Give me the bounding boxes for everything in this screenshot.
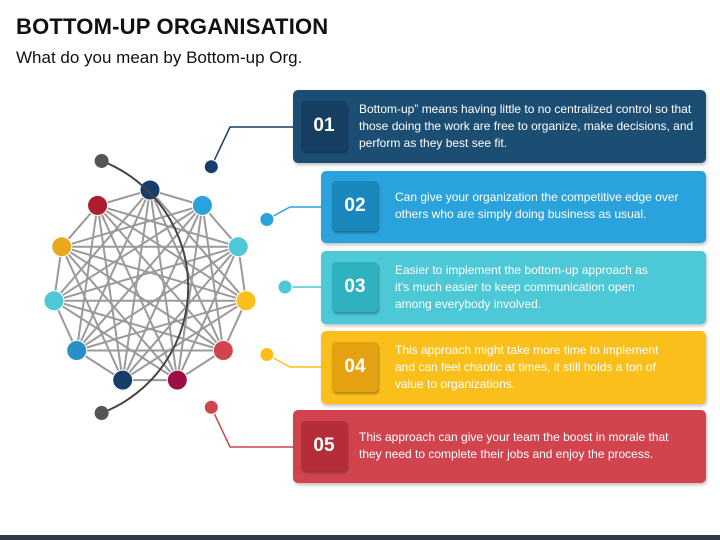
network-node bbox=[235, 290, 257, 312]
timeline-arc-path bbox=[101, 160, 190, 414]
network-edge bbox=[176, 246, 240, 381]
network-edge bbox=[121, 204, 204, 381]
network-edge bbox=[75, 189, 151, 351]
network-edge bbox=[176, 205, 204, 381]
network-edge bbox=[75, 205, 99, 351]
item-number-03: 03 bbox=[332, 262, 378, 312]
network-edge bbox=[122, 299, 247, 381]
network-edge bbox=[75, 204, 204, 352]
connector-dot bbox=[277, 279, 293, 295]
connector-dot bbox=[203, 159, 219, 175]
connector-line bbox=[266, 353, 321, 368]
item-number-05: 05 bbox=[301, 421, 347, 471]
item-text-02: Can give your organization the competiti… bbox=[395, 190, 679, 221]
network-node bbox=[112, 369, 134, 391]
network-edge bbox=[53, 299, 178, 381]
network-edge bbox=[76, 299, 247, 352]
page-subtitle: What do you mean by Bottom-up Org. bbox=[16, 48, 303, 67]
network-node bbox=[139, 179, 161, 201]
network-edge bbox=[96, 205, 124, 381]
connector-line bbox=[210, 406, 293, 448]
network-edges bbox=[53, 189, 247, 381]
timeline-arc bbox=[94, 153, 190, 421]
network-edge bbox=[53, 204, 203, 302]
item-text-01: Bottom-up” means having little to no cen… bbox=[359, 102, 694, 150]
item-number-01: 01 bbox=[301, 101, 347, 151]
connector-line bbox=[266, 206, 321, 221]
network-node bbox=[87, 194, 109, 216]
item-number-02: 02 bbox=[332, 181, 378, 231]
network-edge bbox=[53, 245, 239, 302]
network-node bbox=[43, 290, 65, 312]
network-edge bbox=[96, 204, 179, 381]
item-number-04: 04 bbox=[332, 342, 378, 392]
network-edge bbox=[61, 246, 179, 381]
item-card-02: 02 Can give your organization the compet… bbox=[321, 171, 706, 243]
connector-dot bbox=[203, 399, 219, 415]
item-card-04: 04 This approach might take more time to… bbox=[321, 331, 706, 404]
network-edge bbox=[60, 246, 124, 381]
page-title: BOTTOM-UP ORGANISATION bbox=[16, 14, 329, 39]
connector-line bbox=[210, 126, 293, 168]
network-node bbox=[166, 369, 188, 391]
network-edge bbox=[149, 189, 247, 302]
item-card-01: 01 Bottom-up” means having little to no … bbox=[293, 90, 706, 163]
network-node bbox=[227, 236, 249, 258]
network-node bbox=[66, 340, 88, 362]
network-edge bbox=[53, 189, 151, 302]
network-edge bbox=[61, 204, 203, 248]
network-nodes bbox=[43, 179, 257, 391]
connector-dot bbox=[259, 212, 275, 227]
item-connectors bbox=[203, 126, 321, 448]
connector-dot bbox=[259, 347, 275, 362]
network-edge bbox=[121, 246, 239, 381]
network-edge bbox=[61, 245, 224, 352]
arc-end-dot bbox=[94, 406, 109, 421]
network-edge bbox=[97, 204, 247, 302]
network-edge bbox=[121, 189, 151, 381]
network-edge bbox=[96, 204, 225, 352]
item-text-04: This approach might take more time to im… bbox=[395, 343, 659, 391]
item-text-03: Easier to implement the bottom-up approa… bbox=[395, 263, 648, 311]
item-card-03: 03 Easier to implement the bottom-up app… bbox=[321, 251, 706, 324]
network-edge bbox=[53, 299, 224, 352]
network-node bbox=[51, 236, 73, 258]
network-edge bbox=[201, 205, 225, 351]
item-text-05: This approach can give your team the boo… bbox=[359, 430, 669, 461]
arc-end-dot bbox=[94, 153, 109, 168]
network-edge bbox=[61, 245, 247, 302]
network-edge bbox=[97, 204, 239, 248]
bottom-bar bbox=[0, 535, 720, 540]
network-node bbox=[212, 340, 234, 362]
network-node bbox=[191, 194, 213, 216]
item-card-05: 05 This approach can give your team the … bbox=[293, 410, 706, 483]
network-edge bbox=[76, 245, 239, 352]
